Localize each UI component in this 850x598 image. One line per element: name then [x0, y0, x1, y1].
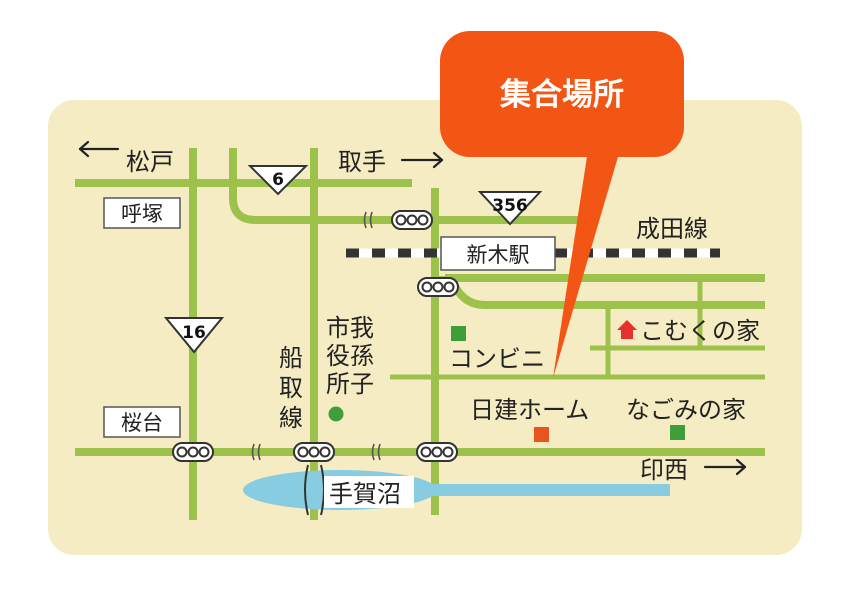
city-office-label-line: 市我 — [326, 314, 374, 342]
teganuma-label: 手賀沼 — [329, 480, 401, 508]
funatori-line-label: 船 — [279, 344, 303, 372]
meeting-point-callout: 集合場所 — [440, 31, 684, 378]
nagomi-marker — [670, 425, 685, 440]
road-break-icon — [371, 443, 381, 461]
station-label: 新木駅 — [467, 243, 530, 267]
funatori-line-label: 取 — [279, 374, 303, 402]
nagomi-label: なごみの家 — [626, 396, 746, 424]
city-office-label-line: 役孫 — [326, 342, 374, 370]
funatori-line-label: 線 — [279, 404, 303, 432]
yobitsuka-label: 呼塚 — [121, 202, 163, 226]
toride-label: 取手 — [338, 148, 386, 176]
direction-arrows — [78, 140, 747, 476]
sakuradai-box — [103, 406, 181, 438]
house-icon — [617, 320, 637, 339]
route-6-number: 6 — [272, 170, 284, 190]
signal-icon — [417, 277, 459, 297]
sakuradai-label: 桜台 — [121, 411, 163, 435]
convenience-store-marker — [451, 326, 466, 341]
signal-icon — [416, 442, 458, 462]
matsudo-label: 松戸 — [126, 148, 174, 176]
road-route-356 — [229, 148, 582, 224]
narita-line-label: 成田線 — [636, 215, 708, 243]
callout-title: 集合場所 — [499, 77, 624, 113]
route-16-number: 16 — [182, 323, 206, 343]
route-6-shield: 6 — [247, 165, 309, 196]
signal-icon — [293, 442, 335, 462]
route-356-shield: 356 — [477, 191, 543, 226]
route-shield-icon — [247, 165, 309, 196]
nikken-home-marker — [534, 427, 549, 442]
station-box — [440, 236, 556, 271]
road-break-icon — [251, 443, 261, 461]
route-16-shield: 16 — [163, 317, 225, 354]
signals — [172, 210, 459, 462]
komuku-label: こむくの家 — [640, 317, 760, 345]
route-shield-icon — [477, 191, 543, 226]
teganuma-river — [400, 484, 670, 496]
road-breaks — [251, 211, 381, 461]
callout-pointer — [553, 150, 620, 378]
convenience-store-label: コンビニ — [449, 345, 545, 373]
nikken-home-label: 日建ホーム — [470, 396, 589, 424]
route-356-number: 356 — [492, 196, 528, 216]
city-office-label-line: 所子 — [326, 370, 374, 398]
arrow-left-icon — [78, 140, 120, 158]
teganuma-box — [324, 476, 414, 508]
arrow-right-icon — [400, 151, 444, 169]
arrow-right-icon — [703, 458, 747, 476]
minor-roads — [390, 278, 765, 380]
inzai-label: 印西 — [640, 456, 688, 484]
signal-icon — [172, 442, 214, 462]
callout-box — [440, 31, 684, 157]
bridge-left — [304, 464, 309, 516]
road-break-icon — [363, 211, 373, 229]
route-shield-icon — [163, 317, 225, 354]
signal-icon — [391, 210, 433, 230]
yobitsuka-box — [103, 197, 181, 229]
city-office-marker — [328, 406, 344, 422]
